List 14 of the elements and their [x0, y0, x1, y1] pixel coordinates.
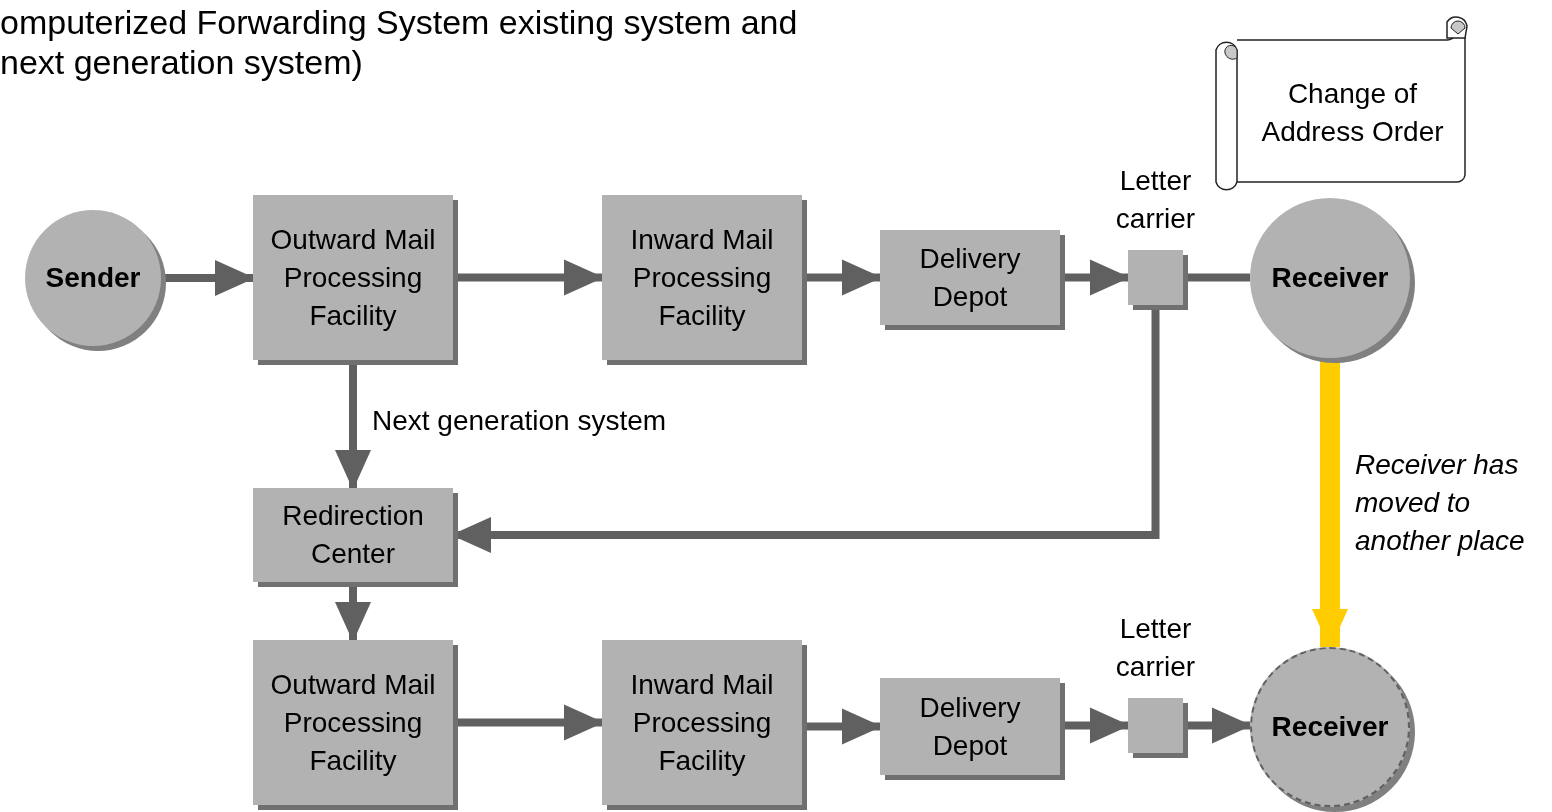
node-label: Redirection Center	[281, 499, 425, 571]
node-label: Receiver	[1270, 710, 1390, 744]
node-label: Delivery Depot	[918, 690, 1022, 763]
node-label: Change of Address Order	[1260, 76, 1445, 149]
node-label: Delivery Depot	[918, 241, 1022, 314]
node-caption: Letter carrier	[1114, 612, 1197, 684]
node-label: Receiver	[1270, 261, 1390, 295]
node-label: Sender	[44, 261, 142, 295]
diagram-title: omputerized Forwarding System existing system and next generation system)	[0, 2, 799, 82]
node-label: Outward Mail Processing Facility	[269, 667, 437, 778]
node-label: Inward Mail Processing Facility	[629, 667, 775, 778]
node-label: Outward Mail Processing Facility	[269, 222, 437, 333]
node-label: Inward Mail Processing Facility	[629, 222, 775, 333]
node-caption: Letter carrier	[1114, 164, 1197, 236]
